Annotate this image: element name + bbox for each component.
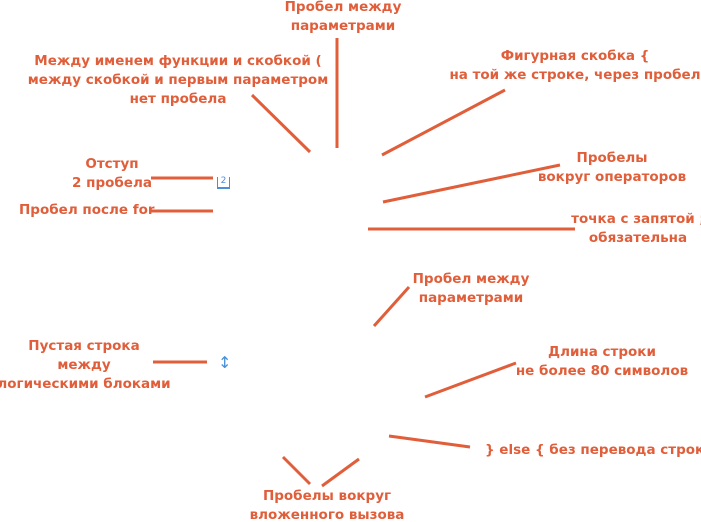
annotation-func-name: Между именем функции и скобкой ( между с… (27, 53, 329, 107)
connector-else (388, 434, 471, 449)
annotation-params-top: Пробел между параметрами (284, 0, 402, 34)
connector-nested-right (321, 457, 360, 488)
connector-operators (382, 163, 561, 204)
annotation-nested-call: Пробелы вокруг вложенного вызова (249, 488, 405, 522)
annotation-operators: Пробелы вокруг операторов (537, 150, 687, 185)
annotation-for-space: Пробел после for (19, 202, 155, 218)
annotation-indent: Отступ 2 пробела (72, 156, 152, 191)
annotation-else: } else { без перевода строки (485, 442, 701, 458)
connector-func-name (250, 93, 312, 154)
connector-params-mid (372, 285, 411, 328)
connector-brace (381, 88, 506, 157)
annotation-semicolon: точка с запятой ; обязательна (571, 211, 701, 246)
annotation-params-mid: Пробел между параметрами (412, 271, 530, 306)
connector-nested-left (281, 455, 312, 486)
annotation-blank-line: Пустая строка между логическими блоками (0, 338, 171, 392)
connector-group (151, 38, 575, 488)
indent-bracket-icon: 2 (217, 177, 230, 189)
vertical-arrows-icon: ↕ (218, 353, 232, 372)
annotation-line-length: Длина строки не более 80 символов (515, 344, 689, 379)
connector-line-length (424, 361, 517, 399)
annotation-brace: Фигурная скобка { на той же строке, чере… (449, 48, 701, 83)
